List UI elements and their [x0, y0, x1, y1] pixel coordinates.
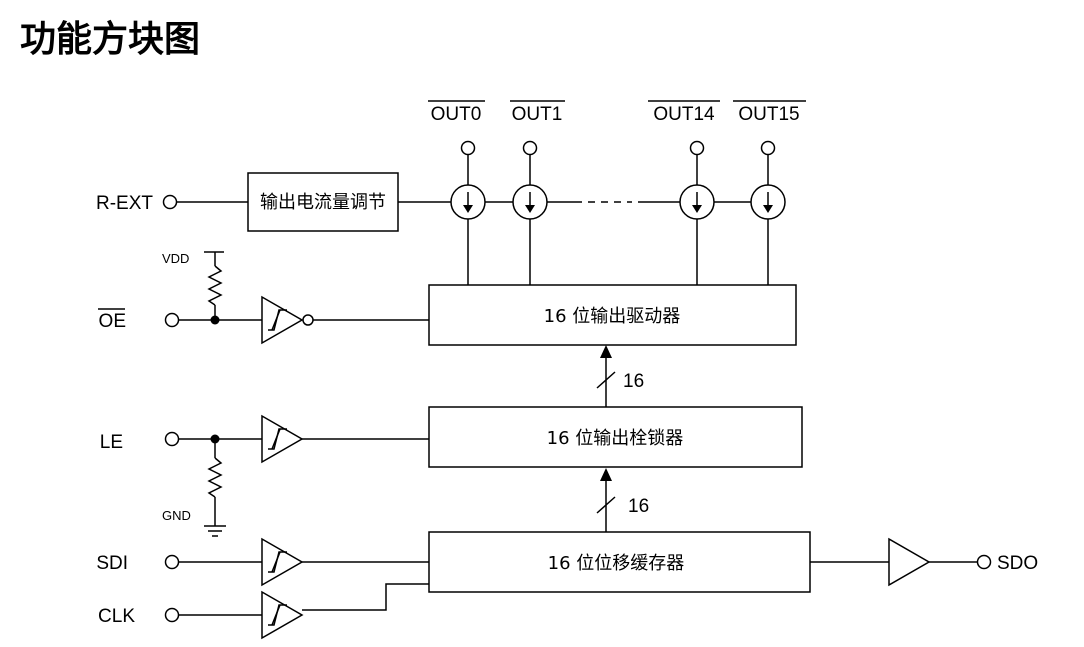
driver-block [428, 284, 797, 346]
output-pin-circles [460, 140, 776, 185]
oe-label: OE [99, 311, 126, 332]
current-adjust-block [247, 172, 399, 232]
out1-pin [522, 140, 538, 156]
current-source-out0 [450, 184, 486, 220]
oe-junction [210, 315, 220, 325]
current-source-out15 [750, 184, 786, 220]
output-pin-out0: OUT0 [428, 100, 485, 125]
gnd-label: GND [162, 508, 191, 523]
out14-pin [689, 140, 705, 156]
bus-arrow-to-driver [600, 345, 612, 358]
sdo-buffer [888, 537, 931, 587]
bus-slash-latch [596, 496, 616, 514]
bus-slash-driver [596, 371, 616, 389]
ground-symbol [204, 525, 226, 537]
out14-label: OUT14 [653, 104, 715, 125]
current-source-out1 [512, 184, 548, 220]
shift-register-label: 16 位位移缓存器 [548, 553, 685, 574]
le-pin [164, 431, 180, 447]
bus-width-latch: 16 [628, 496, 649, 517]
bus-arrow-to-latch [600, 468, 612, 481]
latch-block [428, 406, 803, 468]
le-schmitt-buffer [261, 414, 304, 464]
page-title: 功能方块图 [20, 19, 201, 60]
r-ext-label: R-EXT [96, 193, 153, 214]
clk-pin [164, 607, 180, 623]
output-pin-out1: OUT1 [510, 100, 565, 125]
pulldown-resistor [207, 457, 223, 498]
out0-pin [460, 140, 476, 156]
out1-label: OUT1 [512, 104, 563, 125]
out0-label: OUT0 [431, 104, 482, 125]
driver-label: 16 位输出驱动器 [544, 306, 681, 327]
sdi-pin [164, 554, 180, 570]
output-pin-out14: OUT14 [648, 100, 720, 125]
out15-label: OUT15 [738, 104, 799, 125]
sdi-label: SDI [96, 553, 128, 574]
pullup-resistor [207, 265, 223, 306]
sdi-schmitt-buffer [261, 537, 304, 587]
r-ext-pin [162, 194, 178, 210]
oe-schmitt-inverter [261, 295, 314, 345]
clk-label: CLK [98, 606, 135, 627]
output-pin-out15: OUT15 [733, 100, 806, 125]
le-label: LE [100, 432, 123, 453]
clk-schmitt-buffer [261, 590, 304, 640]
current-source-out14 [679, 184, 715, 220]
bus-width-driver: 16 [623, 371, 644, 392]
latch-label: 16 位输出栓锁器 [547, 428, 684, 449]
sdo-pin [976, 554, 992, 570]
current-adjust-label: 输出电流量调节 [260, 192, 386, 213]
sdo-label: SDO [997, 553, 1038, 574]
out15-pin [760, 140, 776, 156]
oe-pin [164, 312, 180, 328]
shift-register-block [428, 531, 811, 593]
vdd-label: VDD [162, 251, 189, 266]
